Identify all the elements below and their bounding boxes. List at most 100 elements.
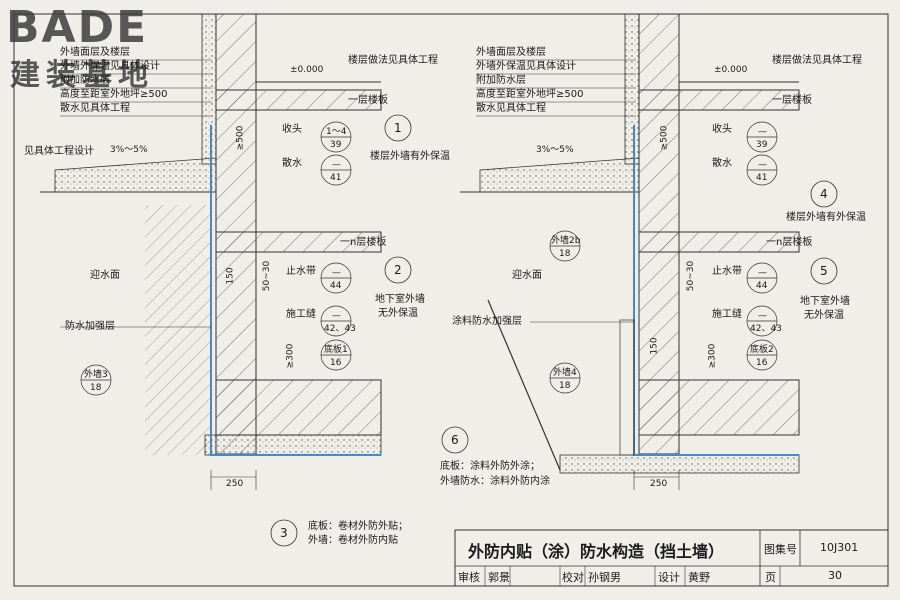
bubble-r6-bot: 18 [559,381,571,391]
design-label: 设计 [658,571,680,584]
left-base-plate: 底板1 [324,345,348,355]
bubble-r4-top: — [758,268,767,278]
bubble-r4-bot: 44 [756,281,768,291]
note-3-text2: 外墙：卷材外防内贴 [308,535,398,546]
note-1-text: 楼层外墙有外保温 [370,151,450,162]
right-dim-250: 250 [650,479,668,489]
right-insulation [624,13,640,165]
right-detail [441,13,838,490]
logo-cn-text: 建装基地 [10,58,154,93]
bubble-b1-top: 1～4 [326,127,347,137]
left-water-face: 迎水面 [90,270,120,281]
bubble-r5-bot: 42、43 [750,324,782,334]
right-dim-150: 150 [649,337,660,355]
review-label: 审核 [458,571,480,584]
page-label: 页 [765,571,776,584]
note-1-number: 1 [394,121,402,135]
bubble-b3-top: — [332,268,341,278]
left-label-apron: 散水见具体工程 [60,103,130,114]
left-dim-250: 250 [226,479,244,489]
right-reinforce: 涂料防水加强层 [452,316,522,327]
left-n-floor-slab [215,231,382,253]
left-dim-300: ≥300 [285,343,296,369]
note-3-text1: 底板：卷材外防外贴； [308,521,408,532]
left-slope: 3%～5% [110,145,148,155]
note-2-text1: 地下室外墙 [375,294,425,305]
right-elev: ±0.000 [714,65,748,75]
note-4-number: 4 [820,187,828,201]
right-dim-300: ≥300 [707,343,718,369]
bubble-r2-bot: 41 [756,173,768,183]
right-slope: 3%～5% [536,145,574,155]
right-label-height: 高度至距室外地坪≥500 [476,89,584,100]
bubble-b3-bot: 44 [330,281,342,291]
left-label-ext-insul: 外墙外保温见具体设计 [60,61,160,72]
check-label: 校对 [562,571,584,584]
left-soil [145,205,210,455]
bubble-b1-bot: 39 [330,140,342,150]
right-label-add-layer: 附加防水层 [476,75,526,86]
note-6-text1: 底板：涂料外防外涂； [440,461,540,472]
left-floor: 一层楼板 [348,95,388,106]
left-elev: ±0.000 [290,65,324,75]
page-number: 30 [828,569,842,582]
logo-text: BADE [6,2,149,53]
bubble-r3-top: 外墙2b [551,236,581,246]
note-5-number: 5 [820,264,828,278]
right-dim-500: ≥500 [659,125,670,151]
atlas-label: 图集号 [764,543,797,556]
note-4-text: 楼层外墙有外保温 [786,212,866,223]
right-floor-slab [638,89,800,111]
bubble-b4-bot: 42、43 [324,324,356,334]
note-5-text2: 无外保温 [804,310,844,321]
right-n-floor: 一n层楼板 [766,237,813,248]
sheet-border [13,13,889,587]
right-base-plate: 底板2 [750,345,774,355]
right-stop-band: 止水带 [712,266,742,277]
bubble-b5-top: 外墙3 [84,370,108,380]
right-label-apron: 散水见具体工程 [476,103,546,114]
bubble-r3-bot: 18 [559,249,571,259]
left-shoutou: 收头 [282,124,302,135]
reviewer-name: 郭景 [488,571,510,584]
left-n-floor: 一n层楼板 [340,237,387,248]
left-insulation [201,13,217,165]
right-shoutou: 收头 [712,124,732,135]
left-floor-note: 楼层做法见具体工程 [348,55,438,66]
bubble-b6-bot: 16 [330,358,342,368]
note-2-number: 2 [394,263,402,277]
right-label-ext-wall: 外墙面层及楼层 [476,47,546,58]
left-stop-band: 止水带 [286,266,316,277]
left-label-height: 高度至距室外地坪≥500 [60,89,168,100]
right-n-floor-slab [638,231,800,253]
bubble-b4-top: — [332,311,341,321]
bubble-b2-bot: 41 [330,173,342,183]
note-2-text2: 无外保温 [378,308,418,319]
left-membrane [210,125,381,456]
right-apron [479,157,640,193]
left-apron [54,157,217,193]
bubble-r1-top: — [758,127,767,137]
note-3-number: 3 [280,526,288,540]
note-5-text1: 地下室外墙 [800,296,850,307]
left-label-project: 见具体工程设计 [24,146,94,157]
checker-name: 孙钢男 [588,571,621,584]
bubble-b5-bot: 18 [90,383,102,393]
left-detail [40,13,412,547]
drawing-title: 外防内贴（涂）防水构造（挡土墙） [468,542,725,561]
bubble-r1-bot: 39 [756,140,768,150]
bubble-b2-top: — [332,160,341,170]
left-reinforce: 防水加强层 [65,321,115,332]
left-joint: 施工缝 [286,309,316,320]
note-6-number: 6 [451,433,459,447]
left-sanshui: 散水 [282,158,302,169]
right-water-face: 迎水面 [512,270,542,281]
right-joint: 施工缝 [712,309,742,320]
right-floor: 一层楼板 [772,95,812,106]
right-cushion [559,454,800,474]
atlas-number: 10J301 [820,541,859,554]
title-block [454,529,889,587]
left-dim-500: ≥500 [235,125,246,151]
left-dim-5030: 50~30 [262,260,273,292]
